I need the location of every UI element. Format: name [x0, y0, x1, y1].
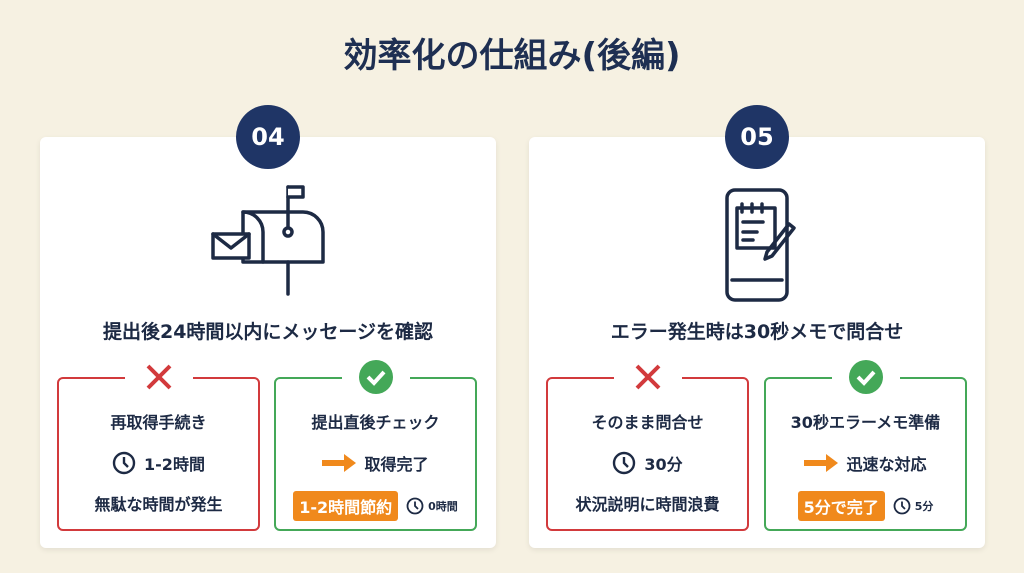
savings-badge: 5分で完了 — [797, 491, 885, 521]
before-title: そのまま問合せ — [591, 413, 704, 432]
after-title: 30秒エラーメモ準備 — [790, 413, 941, 432]
mailbox-icon — [211, 185, 325, 296]
clock-icon — [893, 497, 911, 515]
cross-icon — [125, 359, 193, 395]
clock-icon — [613, 451, 636, 475]
check-icon — [832, 359, 900, 395]
before-box: そのまま問合せ 30分 状況説明に時間浪費 — [546, 359, 749, 531]
after-box: 30秒エラーメモ準備 迅速な対応 5分で完了 5分 — [764, 359, 967, 531]
card-subtitle: エラー発生時は30秒メモで問合せ — [610, 321, 904, 343]
clock-icon — [112, 451, 136, 475]
after-time: 0時間 — [428, 500, 458, 513]
after-result: 取得完了 — [364, 455, 429, 474]
check-icon — [342, 359, 410, 395]
after-result: 迅速な対応 — [846, 455, 927, 474]
before-time: 1-2時間 — [144, 455, 205, 474]
before-note: 状況説明に時間浪費 — [575, 495, 720, 514]
card-05: 05 エラー発生時は30秒メモで問合せ そのまま問合せ 30分 状況説明に時間浪… — [529, 105, 985, 548]
before-time: 30分 — [644, 455, 683, 474]
smartphone-memo-icon — [725, 188, 796, 302]
after-box: 提出直後チェック 取得完了 1-2時間節約 0時間 — [274, 359, 477, 531]
cross-icon — [614, 359, 682, 395]
arrow-right-icon — [804, 454, 839, 472]
card-subtitle: 提出後24時間以内にメッセージを確認 — [102, 321, 434, 343]
page-title: 効率化の仕組み(後編) — [343, 36, 681, 76]
after-title: 提出直後チェック — [311, 413, 440, 432]
before-box: 再取得手続き 1-2時間 無駄な時間が発生 — [57, 359, 260, 531]
after-time: 5分 — [914, 500, 934, 513]
savings-badge: 1-2時間節約 — [293, 491, 399, 521]
clock-icon — [406, 497, 424, 515]
card-04: 04 提出後24時間以内にメッセージを確認 再取得手続き 1-2時間 無駄な時間… — [40, 105, 496, 548]
step-number-badge: 04 — [236, 105, 300, 169]
arrow-right-icon — [322, 454, 357, 472]
before-note: 無駄な時間が発生 — [94, 495, 223, 514]
before-title: 再取得手続き — [110, 413, 207, 432]
step-number-badge: 05 — [725, 105, 789, 169]
